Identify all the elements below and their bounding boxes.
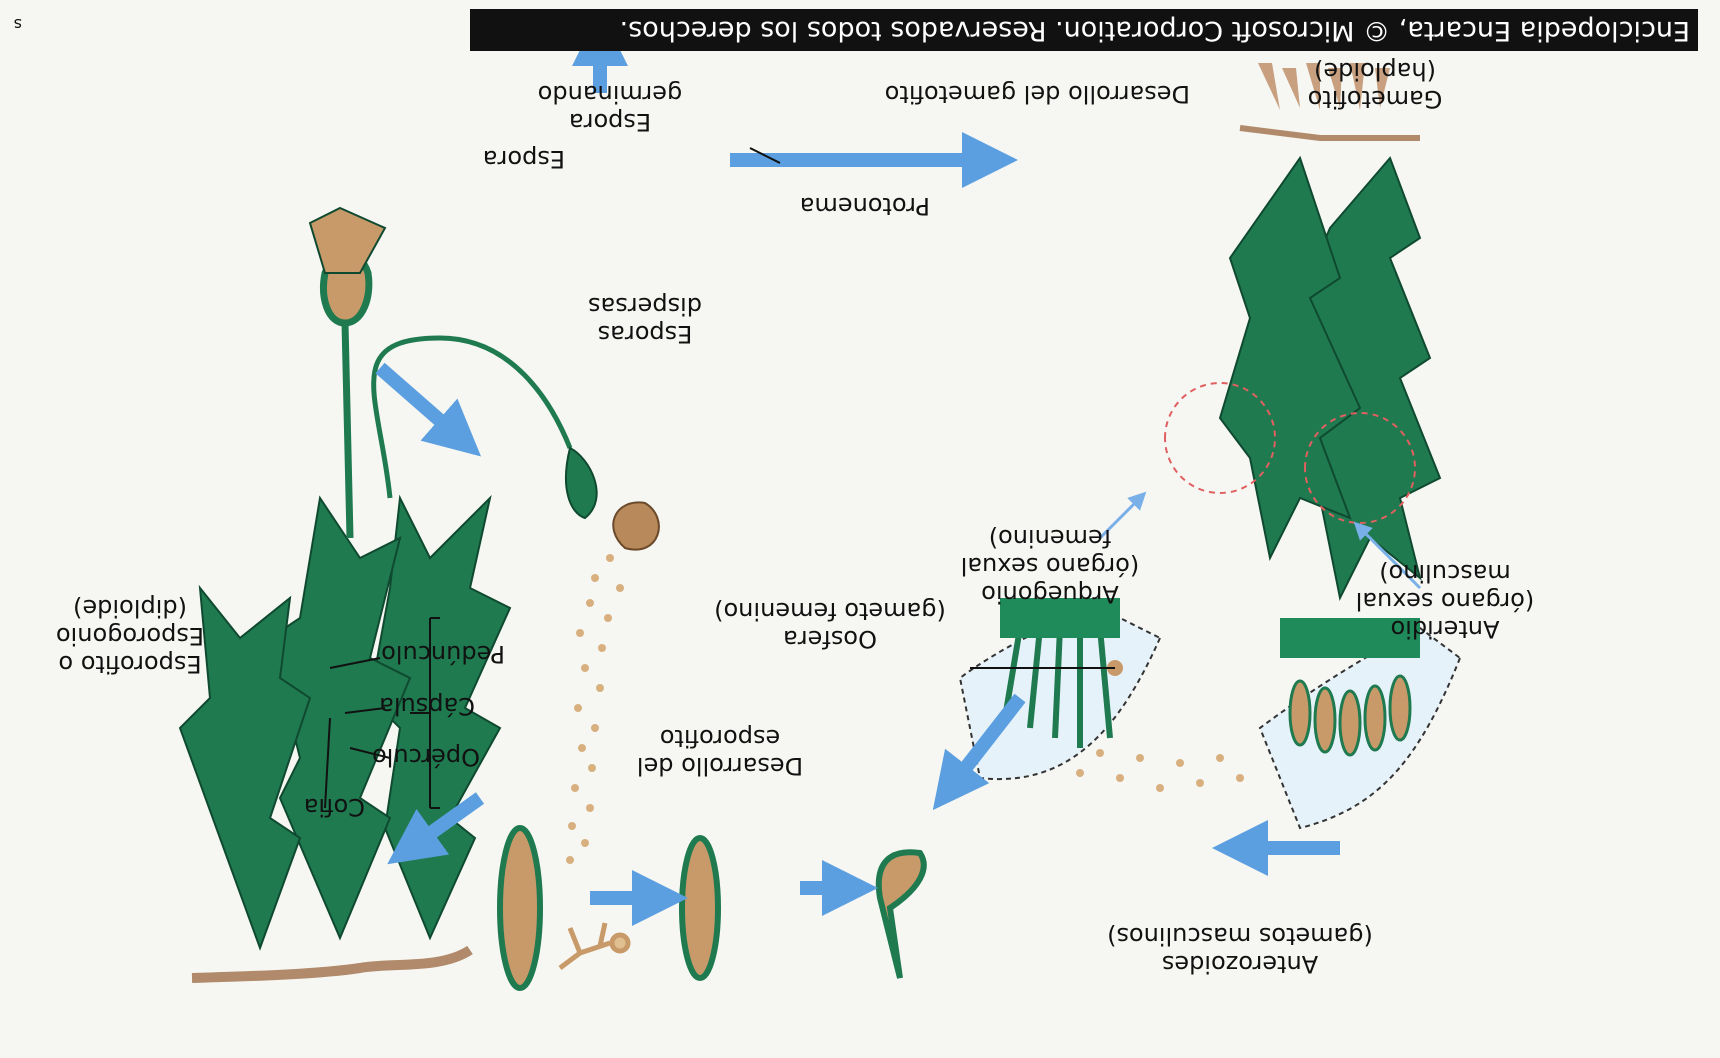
label-anterozoides-line2: (gametos masculinos) <box>1090 922 1390 950</box>
label-gametofito-line2: (haploide) <box>1290 57 1460 85</box>
label-anterozoides: Anterozoides (gametos masculinos) <box>1090 922 1390 978</box>
label-esporofito-line1: Esporofito o <box>30 650 230 678</box>
label-oosfera-line2: (gameto femenino) <box>700 597 960 625</box>
label-operculo: Opérculo <box>372 743 480 771</box>
gametophyte-moss-illustration <box>1165 63 1440 598</box>
label-gametofito-line1: Gametofito <box>1290 85 1460 113</box>
page-mark: s <box>14 10 22 38</box>
label-desarrollo-esporofito: Desarrollo del esporofito <box>620 724 820 780</box>
label-arquegonio-line2: (órgano sexual <box>955 552 1145 580</box>
label-anteridio-line3: masculino) <box>1350 559 1540 587</box>
label-esporas-dispersas-line2: dispersas <box>570 292 720 320</box>
label-desarrollo-esporofito-line1: Desarrollo del <box>620 752 820 780</box>
label-espora-germinando: Espora germinando <box>525 80 695 136</box>
label-esporas-dispersas-line1: Esporas <box>570 320 720 348</box>
antheridium-illustration <box>1260 618 1460 828</box>
label-desarrollo-esporofito-line2: esporofito <box>620 724 820 752</box>
label-capsula: Cápsula <box>379 692 475 720</box>
label-esporofito-line2: Esporogonio <box>30 622 230 650</box>
label-espora-germinando-line2: germinando <box>525 80 695 108</box>
archegonium-illustration <box>960 598 1160 779</box>
label-anterozoides-line1: Anterozoides <box>1090 950 1390 978</box>
label-arquegonio: Arquegonio (órgano sexual femenino) <box>955 524 1145 608</box>
arrow-sporophyte-to-capsule <box>380 368 460 438</box>
label-protonema: Protonema <box>800 192 930 220</box>
label-espora-germinando-line1: Espora <box>525 108 695 136</box>
label-pedunculo: Pedúnculo <box>381 640 505 668</box>
label-cofia: Cofia <box>304 793 365 821</box>
label-oosfera: Oosfera (gameto femenino) <box>700 597 960 653</box>
label-esporofito: Esporofito o Esporogonio (diploide) <box>30 594 230 678</box>
label-esporas-dispersas: Esporas dispersas <box>570 292 720 348</box>
label-arquegonio-line1: Arquegonio <box>955 580 1145 608</box>
label-anteridio-line2: (órgano sexual <box>1350 587 1540 615</box>
label-desarrollo-gametofito: Desarrollo del gametofito <box>885 80 1190 108</box>
label-arquegonio-line3: femenino) <box>955 524 1145 552</box>
label-oosfera-line1: Oosfera <box>700 625 960 653</box>
label-esporofito-line3: (diploide) <box>30 594 230 622</box>
protonema-illustration <box>560 923 628 968</box>
label-espora: Espora <box>483 145 565 173</box>
dispersed-spores <box>566 554 624 864</box>
label-anteridio: Anteridio (órgano sexual masculino) <box>1350 559 1540 643</box>
label-gametofito: Gametofito (haploide) <box>1290 57 1460 113</box>
label-anteridio-line1: Anteridio <box>1350 615 1540 643</box>
copyright-banner: Enciclopedia Encarta, © Microsoft Corpor… <box>470 9 1698 51</box>
